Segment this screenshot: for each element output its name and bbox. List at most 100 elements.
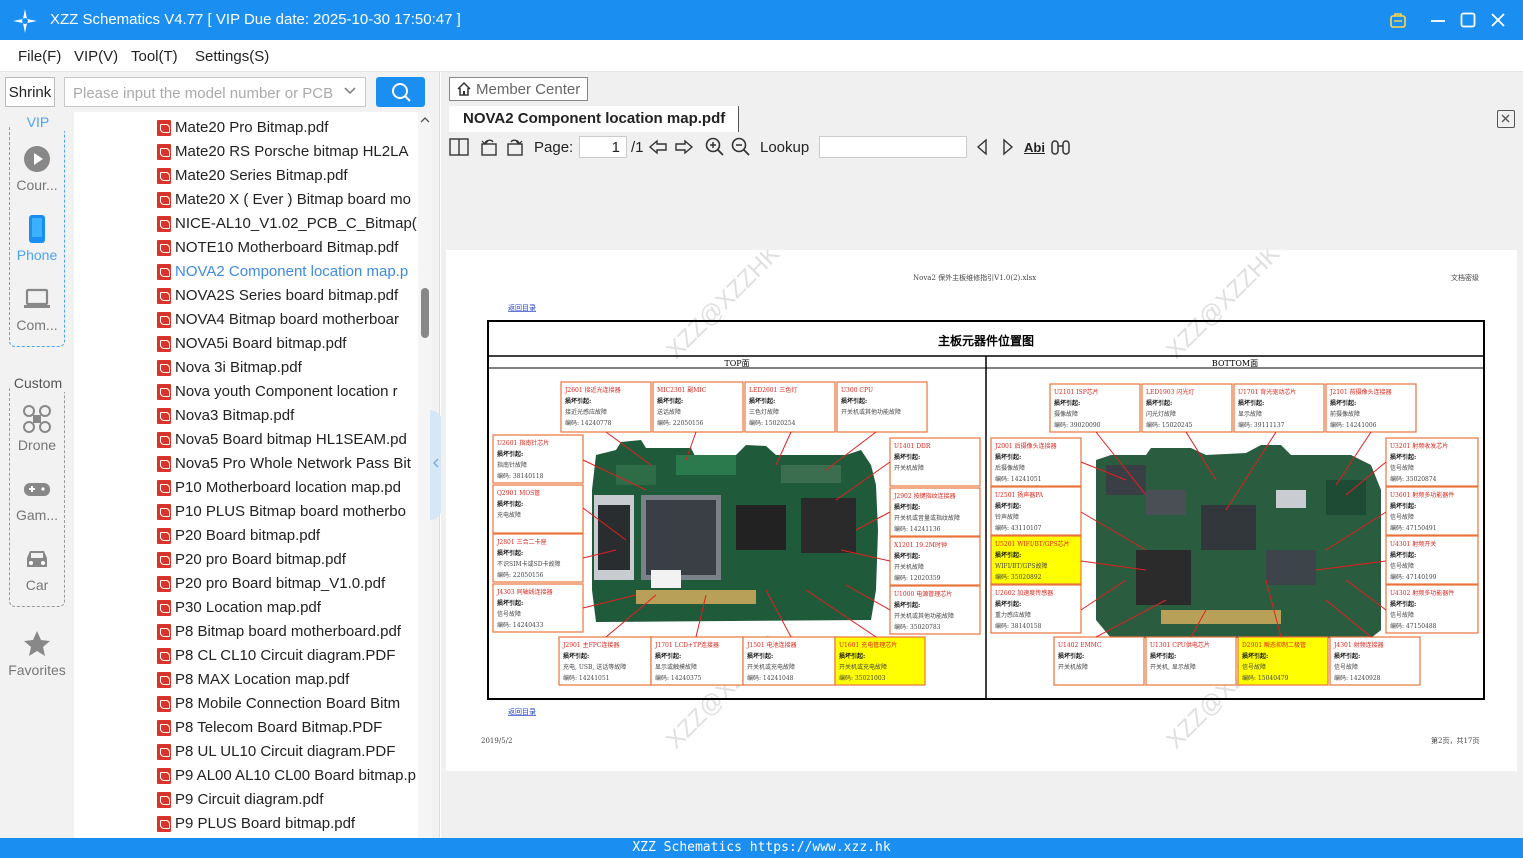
file-list-item[interactable]: Nova 3i Bitmap.pdf xyxy=(74,356,418,380)
file-list-item[interactable]: Nova youth Component location r xyxy=(74,380,418,404)
file-list-item[interactable]: NOVA2 Component location map.p xyxy=(74,260,418,284)
binoculars-icon[interactable] xyxy=(1050,136,1072,158)
file-list-item[interactable]: P8 MAX Location map.pdf xyxy=(74,668,418,692)
callout-text: U300 CPU xyxy=(841,387,873,394)
file-name: P20 pro Board bitmap_V1.0.pdf xyxy=(175,575,386,592)
next-page-icon[interactable] xyxy=(674,136,694,158)
chevron-left-icon xyxy=(433,458,439,468)
close-document-icon[interactable] xyxy=(1497,110,1515,128)
pdf-file-icon xyxy=(157,240,171,256)
file-list-item[interactable]: P9 PLUS Board bitmap.pdf xyxy=(74,812,418,836)
file-list-item[interactable]: P8 Mobile Connection Board Bitm xyxy=(74,692,418,716)
category-computer[interactable]: Com... xyxy=(0,284,74,333)
back-to-toc-link[interactable]: 返回目录 xyxy=(508,304,536,312)
minimize-button[interactable] xyxy=(1426,8,1450,32)
callout-text: U2601 指南针芯片 xyxy=(497,439,549,447)
category-car[interactable]: Car xyxy=(0,544,74,593)
file-name: P9 PLUS Board bitmap.pdf xyxy=(175,815,356,832)
search-button[interactable] xyxy=(376,77,425,107)
callout-text: 开关机故障 xyxy=(894,563,924,571)
zoom-out-icon[interactable] xyxy=(731,136,751,158)
shrink-button[interactable]: Shrink xyxy=(5,77,55,107)
callout-text: 损坏引起: xyxy=(747,652,773,660)
file-list-item[interactable]: NOVA2S Series board bitmap.pdf xyxy=(74,284,418,308)
file-list-item[interactable]: Mate20 Series Bitmap.pdf xyxy=(74,164,418,188)
file-list-item[interactable]: P9 AL00 AL10 CL00 Board bitmap.p xyxy=(74,764,418,788)
zoom-in-icon[interactable] xyxy=(705,136,725,158)
file-list-item[interactable]: P30 Location map.pdf xyxy=(74,596,418,620)
file-list-item[interactable]: Mate20 X ( Ever ) Bitmap board mo xyxy=(74,188,418,212)
file-list-item[interactable]: P8 UL UL10 Circuit diagram.PDF xyxy=(74,740,418,764)
gamepad-icon xyxy=(24,483,50,496)
document-area[interactable]: XZZ@XZZHK XZZ@XZZHK XZZ@XZZHK XZZ@XZZHK … xyxy=(441,160,1523,838)
file-list-item[interactable]: Nova3 Bitmap.pdf xyxy=(74,404,418,428)
callout-arrow xyxy=(1265,579,1282,638)
lookup-input[interactable] xyxy=(819,136,967,158)
category-drone[interactable]: Drone xyxy=(0,404,74,453)
file-list-item[interactable]: NOVA5i Board bitmap.pdf xyxy=(74,332,418,356)
close-button[interactable] xyxy=(1486,8,1510,32)
custom-group: Custom xyxy=(9,374,66,607)
callout-text: 损坏引起: xyxy=(749,397,775,405)
file-list-item[interactable]: Mate20 RS Porsche bitmap HL2LA xyxy=(74,140,418,164)
callout-text: 三色灯故障 xyxy=(749,408,779,416)
search-input[interactable]: Please input the model number or PCB xyxy=(64,77,366,107)
file-list-item[interactable]: P10 PLUS Bitmap board motherbo xyxy=(74,500,418,524)
menu-settings[interactable]: Settings(S) xyxy=(195,48,270,65)
file-list-item[interactable]: Mate20 Pro Bitmap.pdf xyxy=(74,116,418,140)
sidebar-toggle-icon[interactable] xyxy=(449,136,469,158)
callout-text: 信号故障 xyxy=(1242,663,1266,671)
file-list-item[interactable]: P20 Board bitmap.pdf xyxy=(74,524,418,548)
pdf-file-icon xyxy=(157,744,171,760)
menu-tool[interactable]: Tool(T) xyxy=(131,48,178,65)
file-list-scrollbar[interactable] xyxy=(418,112,432,838)
maximize-button[interactable] xyxy=(1456,8,1480,32)
category-phone[interactable]: Phone xyxy=(0,214,74,263)
member-center-button[interactable]: Member Center xyxy=(449,77,588,101)
category-game[interactable]: Gam... xyxy=(0,474,74,523)
scroll-up-icon[interactable] xyxy=(420,116,430,124)
file-list-item[interactable]: NOTE10 Motherboard Bitmap.pdf xyxy=(74,236,418,260)
previous-page-icon[interactable] xyxy=(648,136,668,158)
back-to-toc-link[interactable]: 返回目录 xyxy=(508,708,536,716)
category-courses[interactable]: Cour... xyxy=(0,144,74,193)
file-list-item[interactable]: P20 pro Board bitmap.pdf xyxy=(74,548,418,572)
callout-text: U1401 DDR xyxy=(894,443,931,450)
menu-file[interactable]: File(F) xyxy=(18,48,62,65)
file-list-item[interactable]: P20 pro Board bitmap_V1.0.pdf xyxy=(74,572,418,596)
file-list-item[interactable]: NOVA4 Bitmap board motherboar xyxy=(74,308,418,332)
file-list-item[interactable]: P8 CL CL10 Circuit diagram.PDF xyxy=(74,644,418,668)
scrollbar-thumb[interactable] xyxy=(421,288,429,338)
category-label: Drone xyxy=(17,437,57,453)
file-name: NOVA5i Board bitmap.pdf xyxy=(175,335,347,352)
rotate-right-icon[interactable] xyxy=(505,136,525,158)
callout-text: 开关机或音量或指纹故障 xyxy=(894,514,960,522)
document-tab[interactable]: NOVA2 Component location map.pdf xyxy=(449,106,739,132)
file-list-item[interactable]: NICE-AL10_V1.02_PCB_C_Bitmap(1( xyxy=(74,212,418,236)
category-label: Gam... xyxy=(15,507,58,523)
callout-text: 送话故障 xyxy=(657,408,681,416)
vip-bag-icon[interactable] xyxy=(1386,8,1410,32)
rotate-left-icon[interactable] xyxy=(479,136,499,158)
file-list-item[interactable]: P9 Circuit diagram.pdf xyxy=(74,788,418,812)
callout-box xyxy=(1385,535,1479,585)
file-list-item[interactable]: P8 Bitmap board motherboard.pdf xyxy=(74,620,418,644)
callout-text: J2902 按键指纹连接器 xyxy=(893,492,956,500)
find-next-icon[interactable] xyxy=(1000,136,1016,158)
file-list-item[interactable]: Nova5 Board bitmap HL1SEAM.pd xyxy=(74,428,418,452)
menu-vip[interactable]: VIP(V) xyxy=(74,48,119,65)
chevron-down-icon[interactable] xyxy=(343,84,357,98)
collapse-panel-handle[interactable] xyxy=(430,410,442,520)
callout-box xyxy=(990,437,1082,487)
callout-text: U1701 背光驱动芯片 xyxy=(1238,388,1296,396)
category-favorites[interactable]: Favorites xyxy=(0,629,74,678)
file-list-item[interactable]: P10 Motherboard location map.pd xyxy=(74,476,418,500)
page-number-input[interactable]: 1 xyxy=(579,136,627,158)
file-list-item[interactable]: P8 Telecom Board Bitmap.PDF xyxy=(74,716,418,740)
match-case-toggle[interactable]: Abi xyxy=(1024,139,1045,155)
file-list-item[interactable]: Nova5 Pro Whole Network Pass Bit xyxy=(74,452,418,476)
find-previous-icon[interactable] xyxy=(974,136,990,158)
